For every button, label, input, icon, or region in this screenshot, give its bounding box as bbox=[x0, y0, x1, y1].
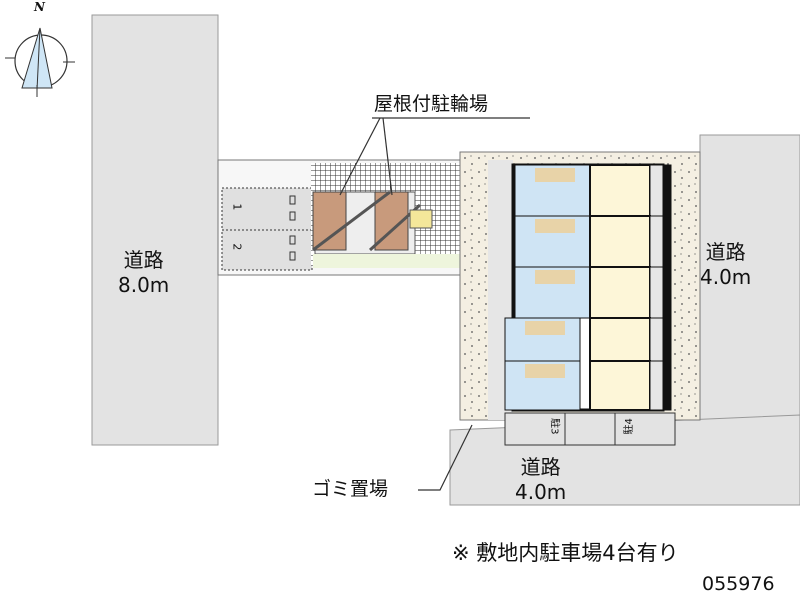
parking-number: 4 bbox=[623, 418, 635, 425]
unit-balcony bbox=[649, 215, 664, 268]
bicycle-parking-label: 屋根付駐輪場 bbox=[374, 93, 489, 115]
leader-lines bbox=[339, 117, 530, 491]
garbage-label: ゴミ置場 bbox=[312, 478, 389, 500]
parking-prefix: 駐 bbox=[548, 418, 560, 429]
building bbox=[504, 163, 672, 412]
property-code: 055976 bbox=[702, 573, 775, 595]
unit-room bbox=[589, 317, 651, 362]
road-name: 道路 bbox=[705, 240, 746, 264]
road-east bbox=[699, 134, 800, 436]
parking-area bbox=[221, 187, 313, 271]
unit-balcony bbox=[649, 266, 664, 319]
parking-number: 3 bbox=[548, 428, 560, 435]
unit-room bbox=[589, 164, 651, 217]
parking-note: ※ 敷地内駐車場4台有り bbox=[452, 541, 679, 565]
unit-balcony bbox=[649, 317, 664, 362]
bike-rack bbox=[312, 191, 347, 251]
unit-room bbox=[589, 215, 651, 268]
road-width: 8.0m bbox=[118, 273, 170, 297]
parking-number-1: 1 bbox=[230, 203, 244, 211]
parking-number-2: 2 bbox=[230, 243, 244, 251]
unit-room bbox=[589, 266, 651, 319]
road-south-label: 道路 4.0m bbox=[515, 455, 566, 505]
road-name: 道路 bbox=[123, 248, 164, 272]
parking-number-4: 駐4 bbox=[624, 418, 637, 434]
unit-balcony bbox=[649, 164, 664, 217]
north-arrow-icon bbox=[5, 27, 75, 97]
parking-number-3: 駐3 bbox=[547, 418, 560, 435]
north-label: N bbox=[34, 0, 45, 14]
parking-prefix: 駐 bbox=[623, 424, 635, 435]
road-width: 4.0m bbox=[700, 265, 752, 289]
road-width: 4.0m bbox=[515, 480, 567, 504]
road-name: 道路 bbox=[520, 455, 561, 479]
road-west bbox=[91, 14, 219, 446]
road-west-label: 道路 8.0m bbox=[118, 248, 169, 298]
unit-balcony bbox=[649, 360, 664, 411]
unit-room bbox=[589, 360, 651, 411]
road-east-label: 道路 4.0m bbox=[700, 240, 751, 290]
